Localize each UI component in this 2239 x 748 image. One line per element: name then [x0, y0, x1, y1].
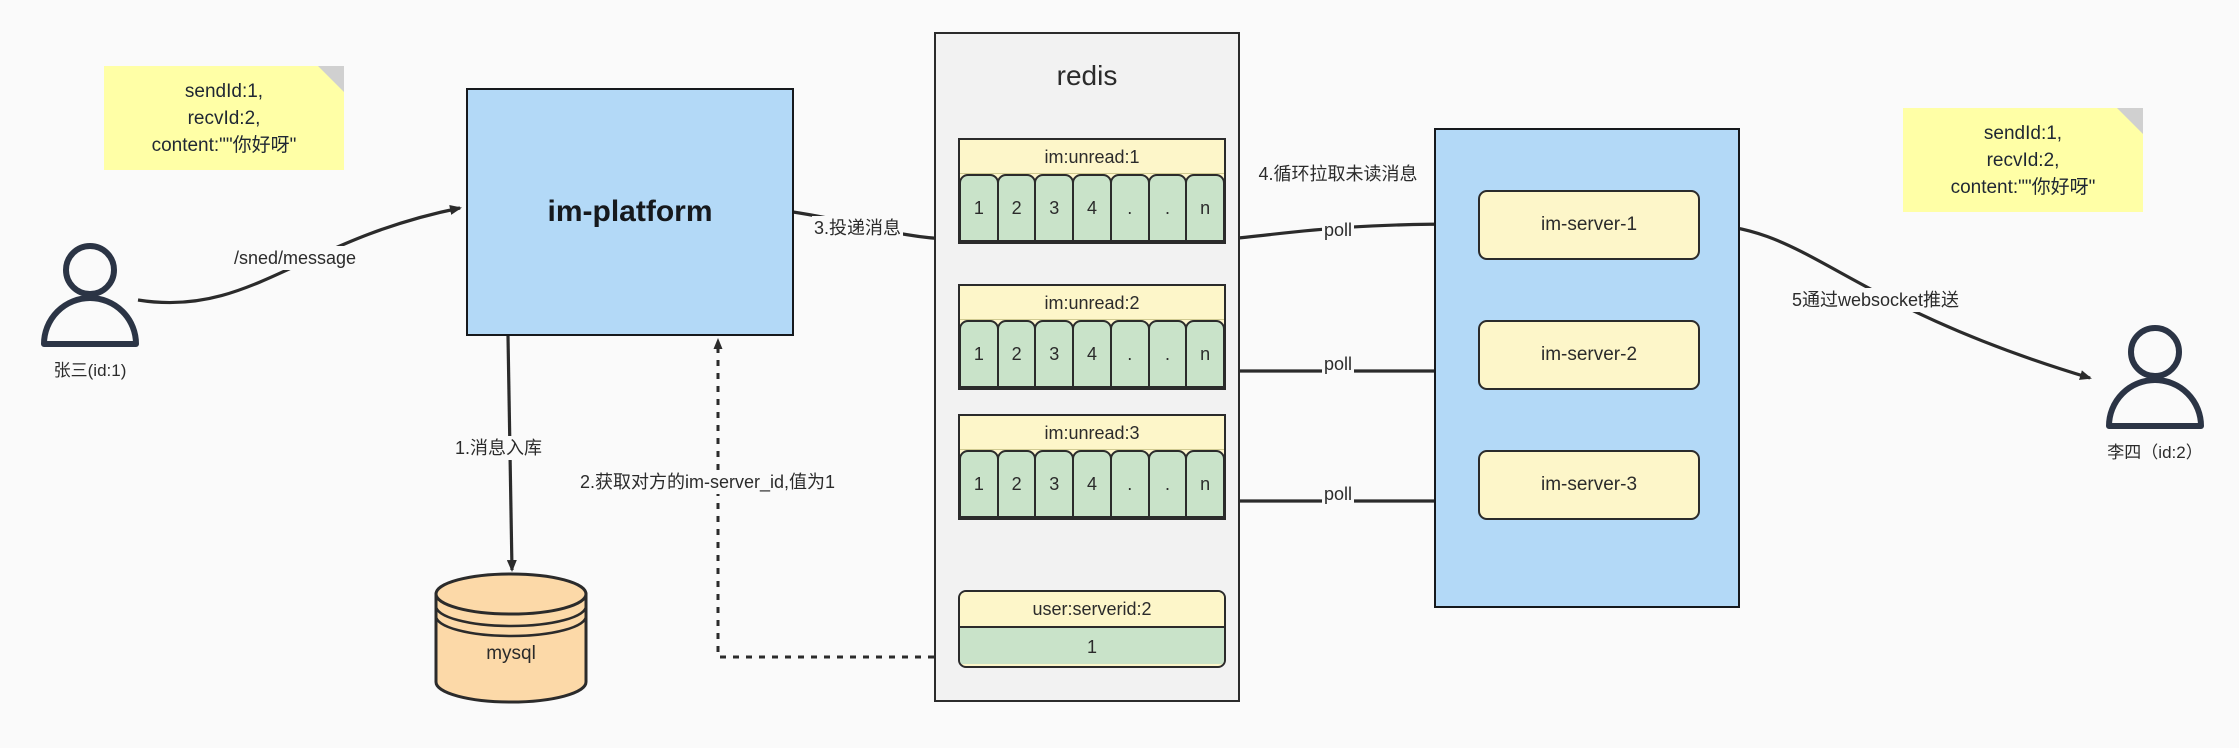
queue-cell: 3 [1034, 174, 1075, 242]
edge-label-step4: 4.循环拉取未读消息 [1258, 164, 1418, 184]
queue-cell: 4 [1072, 450, 1112, 518]
queue-cells: 1 2 3 4 . . n [959, 320, 1226, 388]
edge-label-send-message: /sned/message [232, 246, 359, 270]
message-payload-note-left: sendId:1, recvId:2, content:""你好呀" [104, 66, 344, 170]
message-payload-note-right: sendId:1, recvId:2, content:""你好呀" [1903, 108, 2143, 212]
kv-key-label: user:serverid:2 [960, 592, 1224, 626]
queue-cell: . [1147, 174, 1188, 242]
queue-cell: n [1185, 174, 1226, 242]
queue-cell: . [1147, 320, 1188, 388]
redis-queue-im-unread-1[interactable]: im:unread:1 1 2 3 4 . . n [958, 138, 1226, 244]
kv-value-label: 1 [960, 626, 1224, 664]
note-left-text: sendId:1, recvId:2, content:""你好呀" [151, 80, 297, 156]
queue-cell: 1 [959, 450, 999, 518]
person-icon [2106, 325, 2204, 429]
queue-cell: 1 [959, 174, 999, 242]
im-server-3-label: im-server-3 [1540, 474, 1638, 495]
database-cylinder-icon [434, 572, 588, 704]
redis-kv-user-serverid[interactable]: user:serverid:2 1 [958, 590, 1226, 668]
queue-cell: . [1109, 450, 1150, 518]
node-im-platform[interactable]: im-platform [466, 88, 794, 336]
edge-label-poll-2: poll [1322, 352, 1355, 376]
note-dogear-icon [2117, 108, 2143, 134]
edge-label-poll-3: poll [1322, 482, 1355, 506]
note-dogear-icon [318, 66, 344, 92]
edge-label-poll-1: poll [1322, 218, 1355, 242]
actor-sender: 张三(id:1) [30, 240, 150, 380]
redis-queue-im-unread-2[interactable]: im:unread:2 1 2 3 4 . . n [958, 284, 1226, 390]
queue-cell: 2 [996, 450, 1037, 518]
node-im-server-2[interactable]: im-server-2 [1478, 320, 1700, 390]
queue-cell: . [1147, 450, 1188, 518]
node-im-server-3[interactable]: im-server-3 [1478, 450, 1700, 520]
edge-label-step3: 3.投递消息 [812, 216, 904, 240]
queue-cell: 4 [1072, 174, 1112, 242]
queue-cell: n [1185, 450, 1226, 518]
queue-cells: 1 2 3 4 . . n [959, 450, 1226, 518]
actor-receiver-label: 李四（id:2） [2107, 443, 2203, 462]
queue-key-label: im:unread:2 [960, 286, 1224, 320]
queue-cell: . [1109, 174, 1150, 242]
queue-key-label: im:unread:3 [960, 416, 1224, 450]
queue-cell: 2 [996, 320, 1037, 388]
actor-sender-label: 张三(id:1) [53, 361, 127, 380]
node-im-server-1[interactable]: im-server-1 [1478, 190, 1700, 260]
im-server-2-label: im-server-2 [1540, 344, 1638, 365]
queue-cell: 3 [1034, 450, 1075, 518]
queue-cell: 2 [996, 174, 1037, 242]
edge-label-step2: 2.获取对方的im-server_id,值为1 [578, 470, 838, 494]
node-mysql[interactable]: mysql [432, 572, 590, 704]
actor-receiver: 李四（id:2） [2095, 322, 2215, 462]
queue-cell: 4 [1072, 320, 1112, 388]
edge-label-step1: 1.消息入库 [453, 436, 545, 460]
queue-cell: n [1185, 320, 1226, 388]
edge-redis-to-platform-dotted [713, 338, 960, 659]
im-platform-label: im-platform [547, 195, 713, 228]
queue-key-label: im:unread:1 [960, 140, 1224, 174]
mysql-label: mysql [486, 642, 536, 664]
queue-cell: 3 [1034, 320, 1075, 388]
im-server-1-label: im-server-1 [1540, 214, 1638, 235]
person-icon [41, 243, 139, 347]
queue-cells: 1 2 3 4 . . n [959, 174, 1226, 242]
note-right-text: sendId:1, recvId:2, content:""你好呀" [1950, 122, 2096, 198]
queue-cell: 1 [959, 320, 999, 388]
edge-label-step5: 5通过websocket推送 [1790, 288, 1962, 312]
redis-queue-im-unread-3[interactable]: im:unread:3 1 2 3 4 . . n [958, 414, 1226, 520]
queue-cell: . [1109, 320, 1150, 388]
redis-title: redis [1056, 60, 1118, 91]
